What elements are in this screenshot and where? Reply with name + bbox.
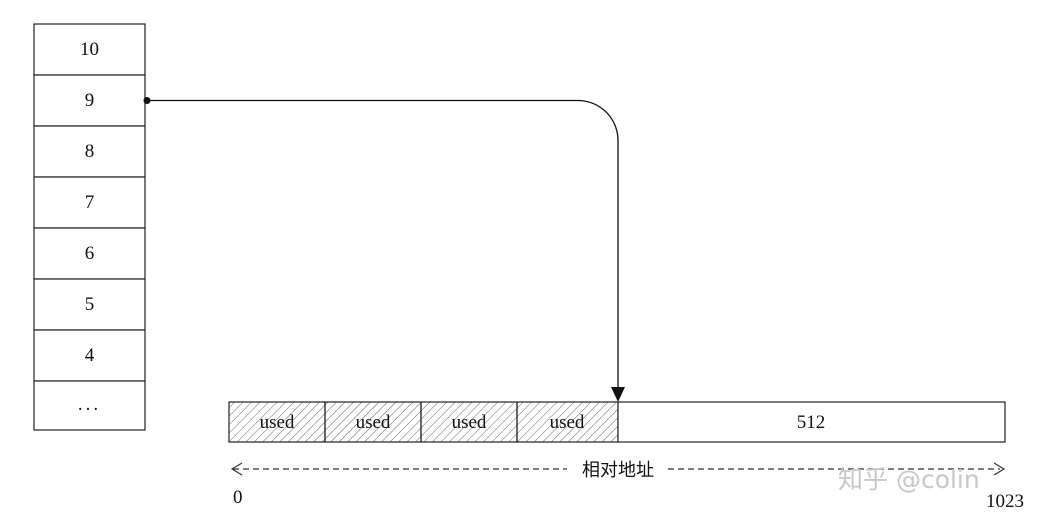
- pointer-arrow: [143, 97, 625, 402]
- list-cell-7: [33, 176, 146, 229]
- axis-left-arrow-icon: [230, 462, 243, 476]
- list-cell-label: 10: [80, 39, 99, 60]
- list-cell-label: ...: [78, 394, 101, 415]
- used-segment: [420, 401, 518, 443]
- used-segment: [324, 401, 422, 443]
- used-segment-label: used: [452, 412, 487, 433]
- axis-end-label: 1023: [986, 491, 1024, 512]
- list-cell-label: 4: [85, 345, 95, 366]
- free-segment-label: 512: [797, 412, 826, 433]
- used-segment-label: used: [260, 412, 295, 433]
- list-cell-ellipsis: [33, 380, 146, 431]
- axis-label: 相对地址: [582, 460, 654, 481]
- list-cell-label: 6: [85, 243, 95, 264]
- list-cell-label: 8: [85, 141, 95, 162]
- list-cell-10: [33, 23, 146, 76]
- axis-start-label: 0: [233, 487, 243, 508]
- used-segment-label: used: [356, 412, 391, 433]
- free-list-column: 10 9 8 7 6 5 4 ...: [33, 23, 146, 431]
- watermark-text: 知乎 @colin: [838, 465, 980, 494]
- memory-block: used used used used 512: [228, 401, 1006, 443]
- used-segment: [516, 401, 619, 443]
- list-cell-label: 5: [85, 294, 95, 315]
- axis-right-arrow-icon: [993, 462, 1006, 476]
- list-cell-8: [33, 125, 146, 178]
- used-segment: [228, 401, 326, 443]
- free-segment: [617, 401, 1006, 443]
- list-cell-9: [33, 74, 146, 127]
- list-cell-label: 9: [85, 90, 95, 111]
- pointer-line: [147, 99, 619, 388]
- used-segment-label: used: [550, 412, 585, 433]
- arrowhead-icon: [611, 387, 625, 402]
- list-cell-5: [33, 278, 146, 331]
- address-axis: 相对地址 0 1023: [230, 460, 1024, 512]
- list-cell-label: 7: [85, 192, 95, 213]
